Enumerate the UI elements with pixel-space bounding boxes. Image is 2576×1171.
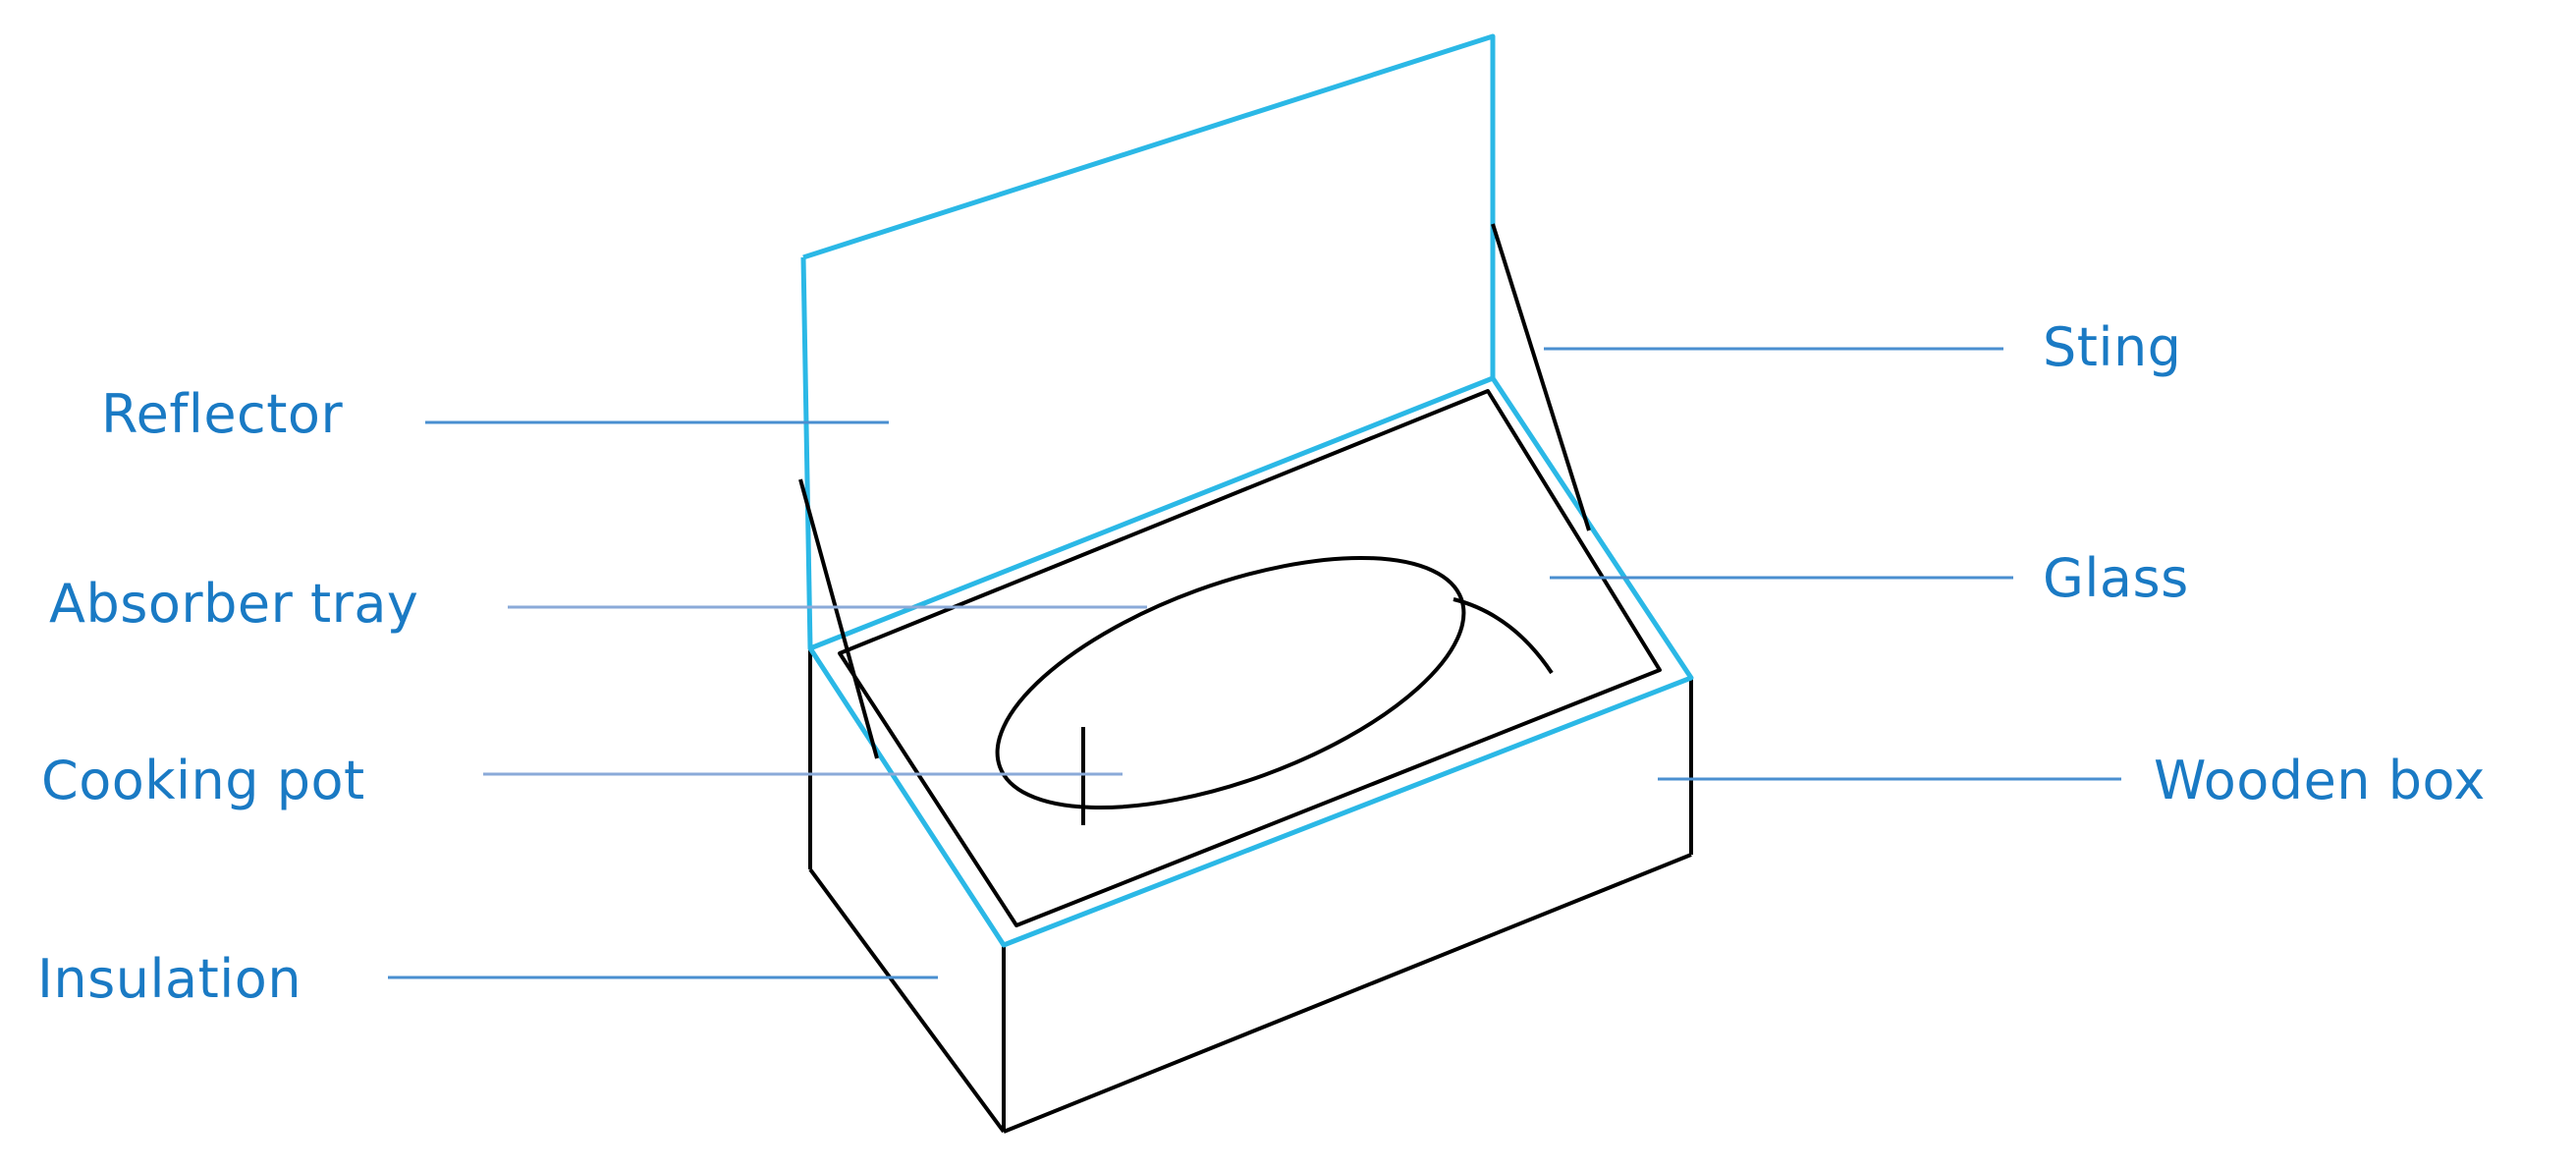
wooden-box-outline bbox=[808, 648, 1693, 1134]
sting-strings bbox=[798, 223, 1591, 759]
cooking-pot-outline bbox=[995, 555, 1554, 825]
absorber-tray-label: Absorber tray bbox=[49, 573, 419, 635]
reflector-and-glass-edges bbox=[800, 33, 1694, 948]
cooking-pot-label: Cooking pot bbox=[41, 750, 365, 811]
insulation-label: Insulation bbox=[37, 948, 302, 1010]
wooden-box-label: Wooden box bbox=[2154, 750, 2486, 811]
leader-lines bbox=[388, 347, 2121, 979]
absorber-tray-outline bbox=[838, 389, 1662, 927]
reflector-label: Reflector bbox=[101, 383, 344, 445]
glass-label: Glass bbox=[2043, 547, 2189, 609]
sting-label: Sting bbox=[2043, 316, 2182, 378]
